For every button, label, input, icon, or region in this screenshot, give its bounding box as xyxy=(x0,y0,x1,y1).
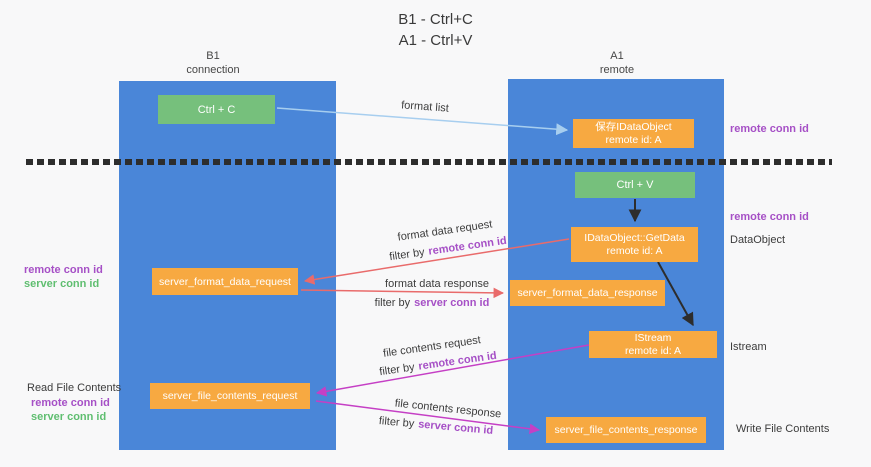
left-server-conn-id-2: server conn id xyxy=(31,411,107,423)
lane-a1-role: remote xyxy=(599,64,635,76)
save-idataobject-box: 保存IDataObject remote id: A xyxy=(573,119,694,148)
getdata-line1: IDataObject::GetData xyxy=(584,231,685,244)
format-data-response-label: format data response xyxy=(385,278,489,290)
ctrl-v-box: Ctrl + V xyxy=(575,172,695,198)
server-file-contents-request-label: server_file_contents_request xyxy=(162,390,298,402)
server-format-data-response-label: server_format_data_response xyxy=(517,287,658,299)
right-remote-conn-id-top: remote conn id xyxy=(730,123,809,135)
idataobject-getdata-box: IDataObject::GetData remote id: A xyxy=(571,227,698,262)
left-server-conn-id-1: server conn id xyxy=(24,278,100,290)
ctrl-v-label: Ctrl + V xyxy=(616,179,654,191)
server-file-contents-response-label: server_file_contents_response xyxy=(554,424,698,436)
file-contents-request-arrow xyxy=(315,344,590,397)
server-file-contents-response-box: server_file_contents_response xyxy=(546,417,706,443)
title-line-2: A1 - Ctrl+V xyxy=(398,32,473,49)
format-data-response-arrow xyxy=(300,287,505,299)
right-remote-conn-id-mid: remote conn id xyxy=(730,211,809,223)
diagram-title: B1 - Ctrl+C A1 - Ctrl+V xyxy=(0,9,871,51)
istream-side-label: Istream xyxy=(730,341,767,353)
server-format-data-response-box: server_format_data_response xyxy=(510,280,665,306)
save-idataobject-line2: remote id: A xyxy=(605,133,662,146)
lane-header-a1: A1 remote xyxy=(557,49,677,77)
format-data-request-arrow xyxy=(303,238,570,285)
lane-a1-name: A1 xyxy=(610,50,624,62)
getdata-line2: remote id: A xyxy=(606,244,663,257)
istream-line2: remote id: A xyxy=(624,344,682,357)
dataobject-label: DataObject xyxy=(730,234,786,246)
ctrl-c-box: Ctrl + C xyxy=(158,95,275,124)
filter-by-text: filter by xyxy=(374,297,411,309)
server-conn-id-key: server conn id xyxy=(414,297,490,309)
lane-b1-name: B1 xyxy=(206,50,220,62)
read-file-contents-label: Read File Contents xyxy=(27,382,122,394)
ctrl-c-label: Ctrl + C xyxy=(197,103,236,116)
istream-line1: IStream xyxy=(634,331,672,344)
server-file-contents-request-box: server_file_contents_request xyxy=(150,383,310,409)
lane-b1-role: connection xyxy=(186,64,240,76)
left-remote-conn-id-2: remote conn id xyxy=(31,397,110,409)
server-format-data-request-label: server_format_data_request xyxy=(159,275,291,288)
title-line-1: B1 - Ctrl+C xyxy=(398,11,473,28)
istream-box: IStream remote id: A xyxy=(589,331,717,358)
getdata-to-istream-arrow xyxy=(657,261,694,327)
save-idataobject-line1: 保存IDataObject xyxy=(595,120,672,133)
server-format-data-request-box: server_format_data_request xyxy=(152,268,298,295)
write-file-contents-label: Write File Contents xyxy=(736,423,830,435)
lane-header-b1: B1 connection xyxy=(153,49,273,77)
left-remote-conn-id-1: remote conn id xyxy=(24,264,103,276)
format-list-arrow xyxy=(276,107,569,136)
file-contents-response-arrow xyxy=(315,400,541,434)
